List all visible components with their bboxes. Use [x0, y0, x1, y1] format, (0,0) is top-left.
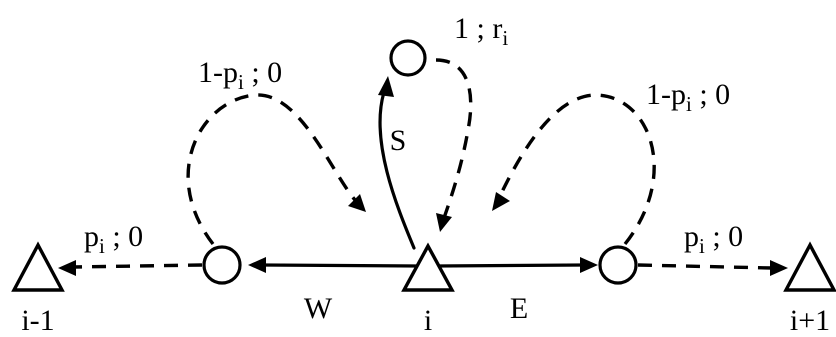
- top-chance-node: [389, 39, 427, 77]
- top-transition-label: 1 ; ri: [454, 12, 508, 50]
- left-chance-node: [202, 245, 242, 285]
- left-loop-arrowhead: [348, 194, 366, 212]
- left-loop-transition: [186, 93, 357, 246]
- right-loop-label: 1-pi ; 0: [646, 78, 730, 116]
- left-move-arrowhead: [58, 260, 76, 276]
- east-action-arrow: [434, 263, 586, 268]
- left-move-label: pi ; 0: [84, 220, 143, 258]
- top-node-arrowhead: [436, 213, 452, 232]
- right-move-transition: [637, 263, 773, 270]
- east-arrowhead: [580, 257, 598, 273]
- left-loop-label: 1-pi ; 0: [198, 56, 282, 94]
- state-i-plus-1: [783, 241, 836, 292]
- action-label-east: E: [510, 292, 528, 325]
- right-chance-node: [598, 245, 638, 285]
- south-action-arrow: [378, 90, 416, 250]
- state-label-center: i: [424, 304, 432, 337]
- west-action-arrow: [260, 263, 420, 268]
- top-node-transition: [435, 58, 473, 219]
- state-label-right: i+1: [790, 304, 830, 337]
- action-label-west: W: [304, 292, 333, 325]
- right-move-arrowhead: [770, 260, 788, 276]
- south-arrowhead: [378, 76, 394, 97]
- right-loop-arrowhead: [492, 192, 510, 211]
- right-loop-transition: [498, 93, 656, 246]
- west-arrowhead: [248, 257, 266, 273]
- right-move-label: pi ; 0: [684, 220, 743, 258]
- state-i-minus-1: [11, 241, 65, 292]
- left-move-transition: [73, 263, 203, 269]
- state-label-left: i-1: [21, 304, 54, 337]
- action-label-south: S: [390, 124, 407, 157]
- state-i: [401, 242, 455, 292]
